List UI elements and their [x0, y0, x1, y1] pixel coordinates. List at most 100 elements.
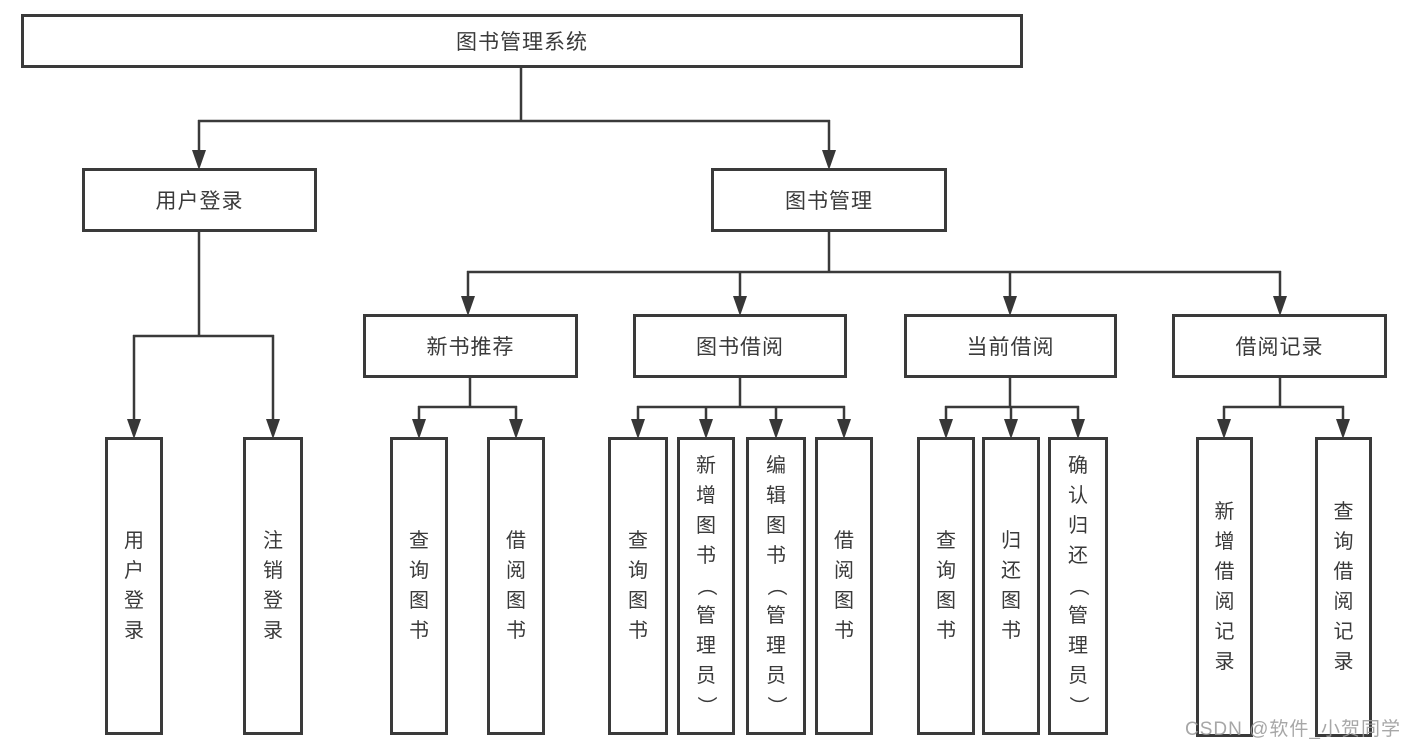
vertical-char: 员 — [696, 665, 716, 687]
vertical-char: 图 — [628, 590, 648, 612]
vertical-char: （ — [765, 576, 787, 596]
vertical-char: 登 — [263, 590, 283, 612]
leaf-query-books-current: 查询图书 — [917, 437, 975, 735]
leaf-add-book-admin: 新增图书 （ 管理员 ） — [677, 437, 735, 735]
vertical-char: 书 — [936, 620, 956, 642]
leaf-borrow-books-recommend: 借阅图书 — [487, 437, 545, 735]
vertical-char: （ — [1067, 576, 1089, 596]
node-book-borrow: 图书借阅 — [633, 314, 847, 378]
vertical-char: 阅 — [834, 560, 854, 582]
leaf-borrow-books: 借阅图书 — [815, 437, 873, 735]
branch-user-login — [127, 232, 280, 439]
vertical-char: 书 — [628, 620, 648, 642]
vertical-char: 图 — [936, 590, 956, 612]
node-book-management: 图书管理 — [711, 168, 947, 232]
node-root-label: 图书管理系统 — [456, 31, 588, 54]
vertical-char: 编 — [766, 455, 786, 477]
vertical-char: 查 — [936, 530, 956, 552]
vertical-char: 录 — [1214, 651, 1235, 673]
vertical-char: 理 — [696, 635, 716, 657]
vertical-char: 图 — [834, 590, 854, 612]
branch-root — [192, 68, 836, 170]
vertical-char: （ — [695, 576, 717, 596]
vertical-char: 图 — [1001, 590, 1021, 612]
vertical-char: 记 — [1333, 621, 1354, 643]
node-new-book-recommend: 新书推荐 — [363, 314, 578, 378]
vertical-char: 询 — [1333, 531, 1354, 553]
branch-borrow-records — [1217, 378, 1350, 439]
vertical-char: 录 — [1333, 651, 1354, 673]
vertical-char: 阅 — [1333, 591, 1354, 613]
leaf-query-borrow-record: 查询借阅记录 — [1315, 437, 1372, 737]
vertical-char: 还 — [1001, 560, 1021, 582]
vertical-char: 图 — [409, 590, 429, 612]
vertical-char: 阅 — [506, 560, 526, 582]
branch-book-borrow — [631, 378, 851, 439]
vertical-char: 查 — [409, 530, 429, 552]
vertical-char: 用 — [124, 530, 144, 552]
vertical-char: 图 — [506, 590, 526, 612]
vertical-char: ） — [765, 696, 787, 716]
vertical-char: 询 — [409, 560, 429, 582]
vertical-char: 新 — [1214, 501, 1235, 523]
vertical-char: ） — [1067, 696, 1089, 716]
node-user-login-label: 用户登录 — [155, 190, 244, 213]
leaf-edit-book-admin: 编辑图书（管理员） — [746, 437, 806, 735]
vertical-char: 登 — [124, 590, 144, 612]
leaf-confirm-return-admin: 确认归还（管理员） — [1048, 437, 1108, 735]
vertical-char: 管 — [766, 605, 786, 627]
vertical-char: 员 — [766, 665, 786, 687]
leaf-logout: 注销登录 — [243, 437, 303, 735]
node-current-borrow: 当前借阅 — [904, 314, 1117, 378]
branch-new-book-recommend — [412, 378, 523, 439]
vertical-char: 书 — [834, 620, 854, 642]
vertical-char: 借 — [1333, 561, 1354, 583]
node-borrow-records: 借阅记录 — [1172, 314, 1387, 378]
leaf-user-login: 用户登录 — [105, 437, 163, 735]
vertical-char: 注 — [263, 530, 283, 552]
vertical-char: 书 — [696, 545, 716, 567]
vertical-char: 询 — [936, 560, 956, 582]
branch-book-management — [461, 232, 1287, 316]
vertical-char: 增 — [696, 485, 716, 507]
vertical-char: 管 — [696, 605, 716, 627]
vertical-char: 借 — [834, 530, 854, 552]
branch-current-borrow — [939, 378, 1085, 439]
vertical-char: 理 — [766, 635, 786, 657]
vertical-char: 图 — [696, 515, 716, 537]
leaf-query-books-borrow: 查询图书 — [608, 437, 668, 735]
vertical-char: 认 — [1068, 485, 1088, 507]
vertical-char: 图 — [766, 515, 786, 537]
vertical-char: 还 — [1068, 545, 1088, 567]
vertical-char: 借 — [506, 530, 526, 552]
vertical-char: 书 — [1001, 620, 1021, 642]
vertical-char: 归 — [1001, 530, 1021, 552]
vertical-char: 查 — [1333, 501, 1354, 523]
vertical-char: 归 — [1068, 515, 1088, 537]
watermark: CSDN @软件_小贺同学 — [1185, 719, 1401, 740]
vertical-char: 查 — [628, 530, 648, 552]
node-root: 图书管理系统 — [21, 14, 1023, 68]
node-book-borrow-label: 图书借阅 — [696, 336, 784, 359]
leaf-add-borrow-record: 新增借阅记录 — [1196, 437, 1253, 737]
vertical-char: 确 — [1068, 455, 1088, 477]
leaf-query-books-recommend: 查询图书 — [390, 437, 448, 735]
node-new-book-recommend-label: 新书推荐 — [426, 336, 515, 359]
vertical-char: 阅 — [1214, 591, 1235, 613]
vertical-char: 辑 — [766, 485, 786, 507]
vertical-char: 录 — [263, 620, 283, 642]
vertical-char: 销 — [263, 560, 283, 582]
vertical-char: 增 — [1214, 531, 1235, 553]
vertical-char: 理 — [1068, 635, 1088, 657]
vertical-char: 记 — [1214, 621, 1235, 643]
node-borrow-records-label: 借阅记录 — [1235, 336, 1324, 359]
vertical-char: 户 — [124, 560, 144, 582]
vertical-char: ） — [695, 696, 717, 716]
leaf-return-books: 归还图书 — [982, 437, 1040, 735]
node-book-management-label: 图书管理 — [785, 190, 873, 213]
node-user-login: 用户登录 — [82, 168, 317, 232]
vertical-char: 借 — [1214, 561, 1235, 583]
vertical-char: 新 — [696, 455, 716, 477]
node-current-borrow-label: 当前借阅 — [966, 336, 1055, 359]
